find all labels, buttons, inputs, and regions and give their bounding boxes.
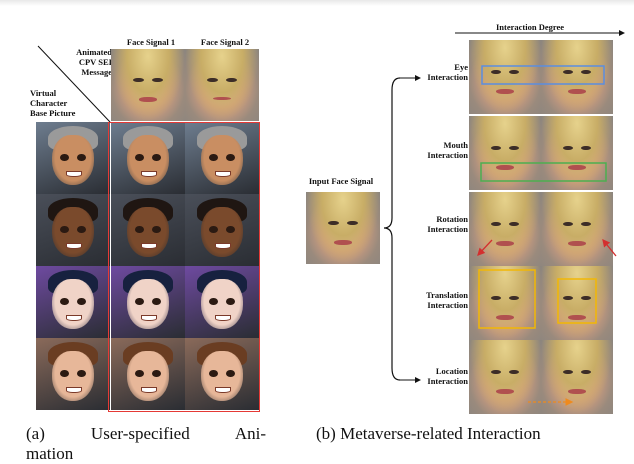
cartoon-image [36,266,110,338]
face-signal-2-image [185,49,259,121]
interaction-face-image [541,192,613,266]
rotation-arrow-right [602,238,617,257]
corner-label-bottom: Virtual Character Base Picture [30,88,76,118]
interaction-face-image [469,40,541,114]
mouth-box [480,162,607,182]
cartoon-image [185,122,259,194]
col-header-1: Face Signal 1 [126,37,176,47]
face-signal-1-image [111,49,185,121]
brace [383,77,401,381]
caption-b: (b) Metaverse-related Interaction [316,424,541,443]
cartoon-image [36,338,110,410]
cartoon-image [111,266,185,338]
corner-label-top: Animated CPV SEI Message [76,47,112,77]
translation-box-1 [478,269,536,329]
cartoon-image [111,194,185,266]
interaction-face-image [541,40,613,114]
col-header-2: Face Signal 2 [200,37,250,47]
interaction-face-image [541,116,613,190]
cartoon-image [36,122,110,194]
caption-a: (a) User-specified Ani- mation [26,424,266,463]
cartoon-image [185,338,259,410]
cartoon-image [185,266,259,338]
clipped-text-top [0,0,634,6]
axis-title: Interaction Degree [495,22,565,32]
translation-box-2 [557,278,597,324]
rotation-arrow-left [477,239,493,256]
cartoon-image [36,194,110,266]
input-face-image [306,192,380,264]
cartoon-image [111,338,185,410]
input-face-label: Input Face Signal [308,176,374,186]
corner-diagonal [37,45,111,123]
cartoon-image [185,194,259,266]
eye-box [481,65,605,85]
cartoon-image [111,122,185,194]
output-frame [108,122,260,412]
